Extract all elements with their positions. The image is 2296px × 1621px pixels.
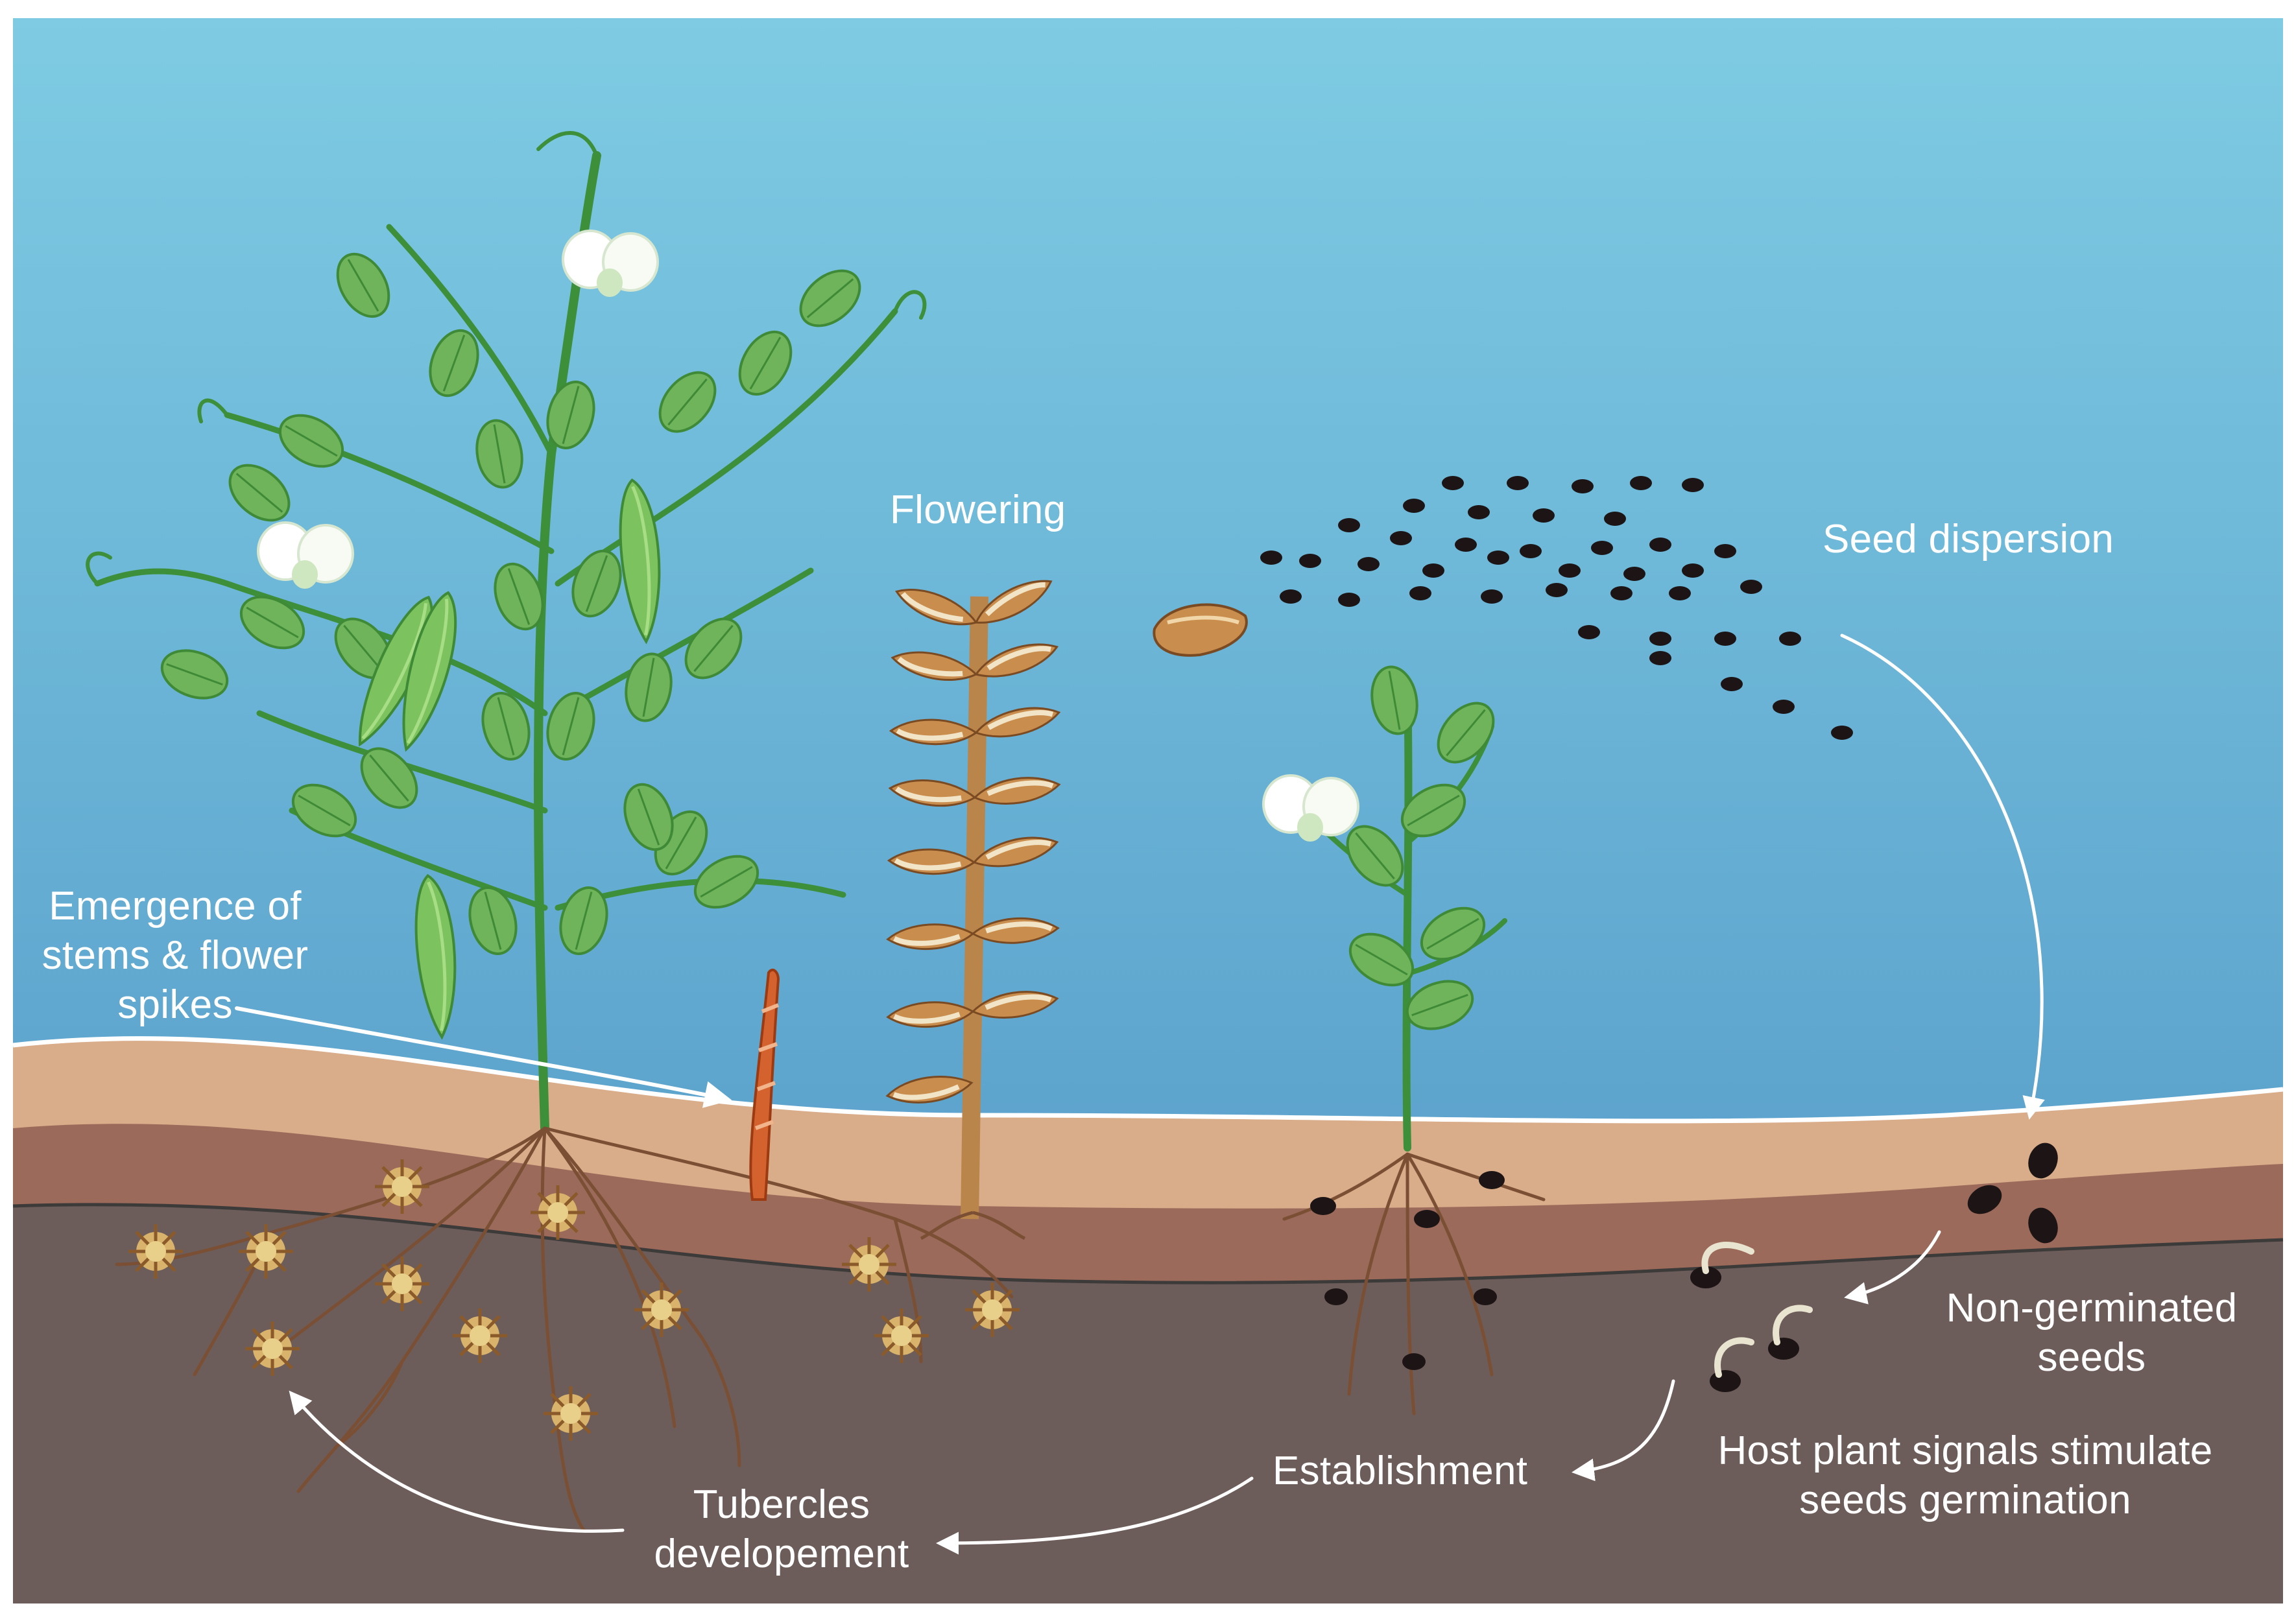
- germination-tube: [1701, 1242, 1813, 1378]
- soil-deep-layer: [13, 1204, 2283, 1603]
- emerging-stem-icon: [749, 968, 780, 1201]
- young-host-roots: [1282, 1152, 1546, 1415]
- host-roots: [115, 1126, 1014, 1532]
- emergence-label-line-3: spikes: [117, 982, 233, 1027]
- emergence-label-line-1: Emergence of: [49, 884, 302, 929]
- arrow-tubercles: [289, 1390, 625, 1533]
- cycle-arrows: [235, 633, 2045, 1555]
- host-signals-label-line-1: Host plant signals stimulate: [1717, 1428, 2213, 1473]
- tubercles-label: Tubercles developement: [623, 1480, 940, 1579]
- seed-capsule-icon: [1153, 603, 1248, 657]
- host-signals-label-line-2: seeds germination: [1799, 1478, 2131, 1522]
- non-germinated-seed-icon: [1967, 1142, 2058, 1244]
- host-signals-label: Host plant signals stimulate seeds germi…: [1660, 1426, 2270, 1525]
- arrow-seed-dispersion: [1840, 633, 2045, 1120]
- arrow-emergence: [235, 1006, 732, 1108]
- flowering-label: Flowering: [890, 488, 1066, 532]
- arrow-host-signals: [1572, 1379, 1675, 1482]
- tubercles-label-line-2: developement: [654, 1532, 909, 1576]
- establishment-label: Establishment: [1273, 1449, 1528, 1493]
- non-germinated-label: Non-germinated seeds: [1926, 1284, 2257, 1382]
- arrow-establishment: [936, 1476, 1254, 1555]
- emergence-label: Emergence of stems & flower spikes: [26, 882, 324, 1030]
- non-germinated-label-line-1: Non-germinated: [1946, 1286, 2238, 1331]
- tubercles-label-line-1: Tubercles: [693, 1482, 870, 1527]
- seed-dispersion-label: Seed dispersion: [1823, 517, 2114, 562]
- broomrape-flower-spike-icon: [887, 575, 1060, 1240]
- emergence-label-line-2: stems & flower: [42, 933, 309, 978]
- soil-top-edge: [12, 1036, 2284, 1124]
- arrow-non-germinated: [1844, 1230, 1941, 1305]
- non-germinated-label-line-2: seeds: [2037, 1335, 2146, 1380]
